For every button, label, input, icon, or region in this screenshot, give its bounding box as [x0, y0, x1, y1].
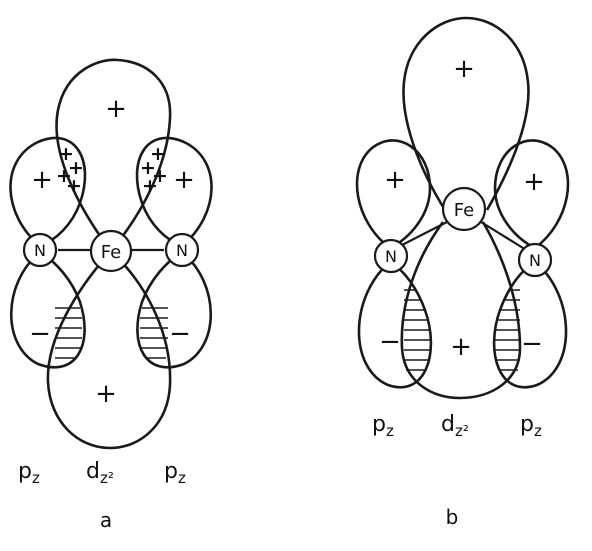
panel-b-sign-pz-left-bottom: − — [379, 327, 401, 357]
panel-a-label-pz-left: pz — [18, 459, 40, 487]
svg-text:pz: pz — [372, 412, 394, 440]
panel-a-overlap-plus-l2: + — [68, 157, 84, 179]
panel-b-bond-left — [401, 221, 448, 246]
panel-a-label-pz-right: pz — [164, 459, 186, 487]
panel-a-hatch-left — [55, 307, 82, 359]
panel-a-sign-pz-right-bottom: − — [169, 319, 191, 349]
panel-b-atom-fe-label: Fe — [454, 200, 474, 221]
panel-b-sign-pz-right-bottom: − — [521, 329, 543, 359]
panel-b-label-pz-right: pz — [520, 412, 542, 440]
panel-a-atom-n-left — [22, 232, 58, 268]
panel-a-overlap-plus-l1: + — [58, 143, 74, 165]
panel-b-pz-left-bottom-lobe — [357, 260, 433, 389]
panel-a-dz2-bottom-lobe — [46, 249, 172, 450]
panel-a-pz-right-bottom-lobe — [136, 250, 212, 369]
panel-a-atom-fe — [89, 229, 133, 273]
svg-text:pz: pz — [164, 459, 186, 487]
panel-a-overlap-plus-r3: + — [152, 165, 168, 187]
panel-b-hatch-left — [404, 289, 431, 371]
panel-a-sign-pz-left-bottom: − — [29, 319, 51, 349]
panel-a-overlap-plus-r2: + — [140, 157, 156, 179]
svg-text:pz: pz — [520, 412, 542, 440]
panel-b-bond-right — [480, 221, 524, 249]
panel-a-atom-n-right — [164, 232, 200, 268]
panel-a-pz-right-top-lobe — [135, 136, 213, 248]
panel-b-atom-n-right-label: N — [529, 251, 541, 270]
panel-a-overlap-plus-l3: + — [56, 165, 72, 187]
svg-text:dz²: dz² — [86, 459, 114, 487]
panel-b-caption: b — [446, 505, 459, 529]
panel-a-sign-dz2-bottom: + — [95, 379, 117, 409]
panel-a-sign-pz-left-top: + — [31, 165, 53, 195]
panel-b-label-dz2: dz² — [441, 412, 469, 440]
panel-b-atom-n-left — [373, 238, 409, 274]
panel-b-pz-left-top-lobe — [355, 139, 432, 250]
panel-a-caption: a — [100, 508, 112, 532]
panel-b-atom-fe — [441, 186, 487, 232]
panel-a-hatch-right — [140, 307, 168, 359]
panel-b-sign-dz2-bottom: + — [450, 332, 472, 362]
panel-b-pz-right-top-lobe — [493, 139, 570, 250]
panel-b-label-pz-left: pz — [372, 412, 394, 440]
panel-a-dz2-top-lobe — [55, 58, 172, 253]
panel-a-atom-n-right-label: N — [176, 241, 188, 260]
panel-a-sign-pz-right-top: + — [173, 165, 195, 195]
panel-b-dz2-top-lobe — [402, 16, 530, 211]
panel-a-pz-left-bottom-lobe — [10, 250, 86, 369]
panel-b-atom-n-right — [517, 242, 553, 278]
panel-a-overlap-plus-r1: + — [150, 143, 166, 165]
panel-b-atom-n-left-label: N — [385, 247, 397, 266]
panel-a-overlap-plus-l4: + — [66, 175, 82, 197]
panel-a-label-dz2: dz² — [86, 459, 114, 487]
panel-b-hatch-right — [494, 289, 520, 371]
panel-a-atom-n-left-label: N — [34, 241, 46, 260]
panel-b-pz-right-bottom-lobe — [492, 260, 568, 389]
panel-b-sign-pz-left-top: + — [384, 165, 406, 195]
panel-a: N Fe N + + + + − − + + + + + + + + pz dz… — [9, 58, 213, 532]
panel-b-sign-pz-right-top: + — [523, 167, 545, 197]
svg-text:pz: pz — [18, 459, 40, 487]
panel-a-pz-left-top-lobe — [9, 136, 87, 248]
panel-a-atom-fe-label: Fe — [101, 242, 121, 263]
panel-a-overlap-plus-r4: + — [142, 175, 158, 197]
panel-b-dz2-bottom-lobe — [400, 221, 522, 400]
svg-text:dz²: dz² — [441, 412, 469, 440]
panel-b-sign-dz2-top: + — [453, 54, 475, 84]
panel-a-sign-dz2-top: + — [105, 94, 127, 124]
panel-b: N Fe N + + + + − − pz dz² pz b — [355, 16, 570, 529]
